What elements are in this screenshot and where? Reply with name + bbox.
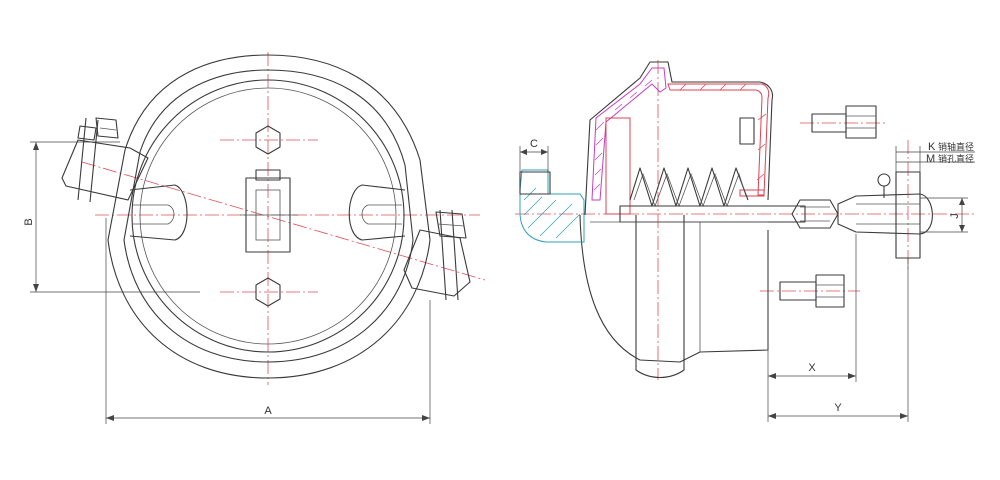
right-bolt-nut-icon — [435, 211, 467, 239]
fitting-section — [519, 169, 585, 243]
right-clamp-ear — [403, 229, 471, 297]
diaphragm-hatch-lines — [593, 79, 653, 191]
upper-bolt-head-icon — [845, 105, 877, 139]
m-note-letter: M — [926, 153, 935, 165]
left-clamp-bolt — [61, 117, 149, 203]
left-lug-slot — [133, 204, 175, 225]
return-spring-inner — [633, 172, 747, 208]
dim-b-label: B — [23, 218, 35, 225]
side-section-view: C X Y J K 销轴直径 M 销孔直径 — [515, 60, 975, 422]
right-mounting-lug — [348, 184, 406, 241]
diaphragm-section — [591, 67, 667, 201]
dim-c-label: C — [530, 138, 538, 150]
chamber-inner-circle — [139, 87, 397, 345]
lower-mounting-bolt — [779, 274, 845, 308]
dim-y-label: Y — [834, 402, 842, 414]
left-bolt-nut-icon — [95, 117, 119, 139]
clevis-top-cap — [255, 169, 281, 181]
right-lug-slot — [361, 204, 402, 225]
dim-x-label: X — [808, 362, 816, 374]
housing-hatch-lines — [679, 83, 767, 181]
diaphragm-housing-outline — [584, 61, 774, 216]
clamp-band-inner — [123, 69, 414, 363]
chamber-body-outline — [579, 214, 769, 363]
m-note-text: 销孔直径 — [938, 153, 974, 165]
lower-mounting-stud-icon — [255, 277, 281, 307]
piston-plate — [605, 117, 631, 215]
left-bolt-head-icon — [77, 125, 97, 141]
air-inlet-fitting — [519, 169, 585, 243]
spring-seat — [739, 189, 765, 197]
upper-mounting-bolt — [739, 105, 877, 145]
chamber-body-circle — [131, 79, 405, 353]
housing-section — [667, 83, 770, 196]
upper-mounting-stud-icon — [255, 125, 281, 155]
left-mounting-lug — [129, 184, 188, 241]
fitting-nut — [519, 171, 551, 195]
right-clamp-bolt — [403, 209, 471, 301]
dim-j-label: J — [949, 213, 961, 219]
k-note-text: 销轴直径 — [938, 141, 974, 153]
dim-a-label: A — [264, 405, 272, 417]
left-clamp-ear — [61, 139, 149, 201]
jam-nut-icon — [791, 199, 839, 229]
lower-bolt-head-icon — [815, 274, 845, 308]
front-view-diagonal-centerline — [81, 161, 486, 281]
chamber-flange — [635, 215, 685, 379]
return-spring — [629, 167, 749, 207]
clamp-band-outer — [107, 54, 431, 379]
front-view: B A — [23, 52, 486, 424]
k-note-letter: K — [928, 141, 936, 153]
cotter-pin-icon — [877, 173, 891, 187]
